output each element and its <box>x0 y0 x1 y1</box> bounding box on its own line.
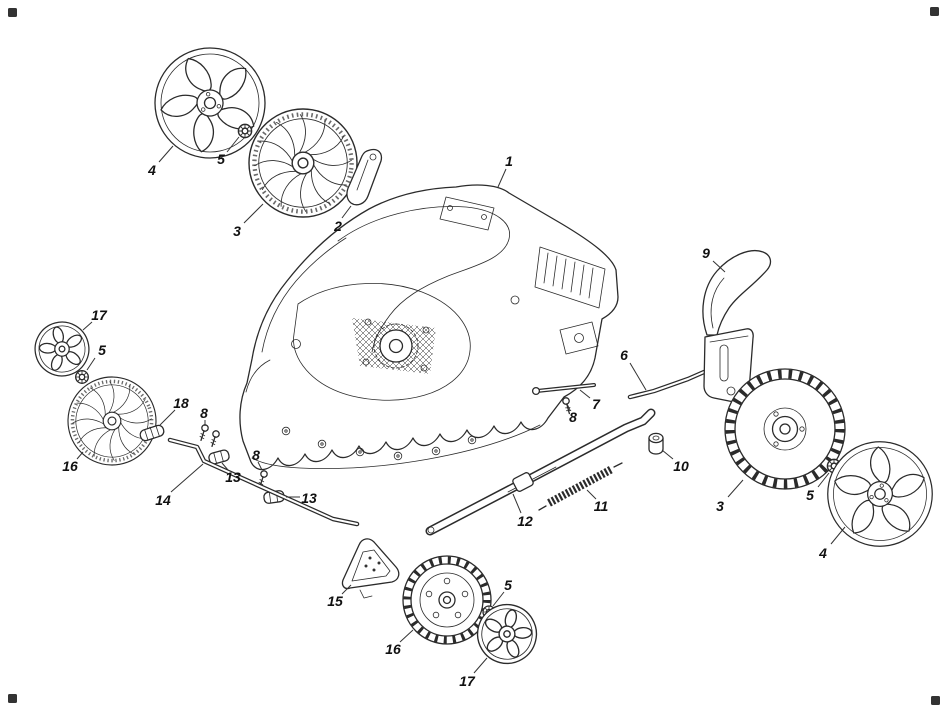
callout-leader-9-5 <box>712 260 726 273</box>
part-callout-17-9: 17 <box>91 307 108 323</box>
part-callout-10-24: 10 <box>673 458 689 474</box>
part-callout-13-14: 13 <box>225 469 241 485</box>
part-callout-7-7: 7 <box>592 396 601 412</box>
callout-leader-3-2 <box>243 203 264 224</box>
vent-slots <box>543 252 594 299</box>
part-5-lock-washer-front-left <box>237 123 253 139</box>
part-callout-1-0: 1 <box>505 153 513 169</box>
part-15-cover-plate <box>341 538 400 599</box>
part-callout-9-5: 9 <box>702 245 710 261</box>
callout-leader-4-27 <box>830 526 846 545</box>
callout-leader-16-11 <box>76 451 84 460</box>
callout-leader-1-0 <box>497 168 507 188</box>
part-callout-6-6: 6 <box>620 347 628 363</box>
callout-leader-5-4 <box>226 136 240 153</box>
part-callout-8-15: 8 <box>252 447 260 463</box>
corner-marks <box>8 7 940 705</box>
callout-leader-14-17 <box>170 463 204 493</box>
part-7-pin <box>531 383 596 396</box>
callout-leader-8-15 <box>257 461 263 471</box>
part-callout-4-27: 4 <box>818 545 827 561</box>
callout-leader-11-23 <box>586 489 597 500</box>
part-callout-5-10: 5 <box>98 342 106 358</box>
callout-leader-10-24 <box>661 449 674 460</box>
part-16-wheel-front-right <box>402 555 492 645</box>
callout-leader-7-7 <box>579 389 591 399</box>
part-9-handle-bracket <box>702 250 772 403</box>
part-callout-3-2: 3 <box>233 223 241 239</box>
part-callout-13-16: 13 <box>301 490 317 506</box>
part-callout-11-23: 11 <box>594 498 609 514</box>
part-callout-5-26: 5 <box>806 487 814 503</box>
callout-leader-12-22 <box>512 493 522 514</box>
part-5-lock-washer-left <box>75 370 89 384</box>
callout-leader-6-6 <box>629 362 647 391</box>
callout-leader-3-25 <box>727 479 744 498</box>
part-callout-3-25: 3 <box>716 498 724 514</box>
part-12-brake-bar <box>425 408 656 536</box>
part-callout-16-11: 16 <box>62 458 78 474</box>
part-18-clip <box>139 424 165 442</box>
part-callout-2-1: 2 <box>333 218 342 234</box>
callout-leader-15-18 <box>341 584 352 595</box>
part-11-spring <box>538 462 623 511</box>
callout-leader-5-20 <box>492 591 505 607</box>
part-callout-12-22: 12 <box>517 513 533 529</box>
part-callout-8-8: 8 <box>569 409 577 425</box>
part-1-deck-housing <box>239 184 619 471</box>
part-6-link-rod <box>627 369 707 400</box>
callout-leader-13-14 <box>221 462 229 471</box>
callout-leader-17-9 <box>82 321 93 331</box>
part-callout-15-18: 15 <box>327 593 343 609</box>
callout-leader-8-8 <box>566 403 571 411</box>
part-3-wheel-rear-right <box>724 368 846 490</box>
part-callout-8-13: 8 <box>200 405 208 421</box>
callout-leader-16-19 <box>399 629 414 643</box>
callout-leader-4-3 <box>158 145 174 163</box>
part-8-screw-left-2 <box>208 429 221 449</box>
part-callout-4-3: 4 <box>147 162 156 178</box>
part-callout-18-12: 18 <box>173 395 189 411</box>
part-callout-5-4: 5 <box>217 151 225 167</box>
callout-leader-5-26 <box>817 472 830 488</box>
callout-leader-17-21 <box>473 657 488 674</box>
part-callout-5-20: 5 <box>504 577 512 593</box>
part-callout-14-17: 14 <box>155 492 171 508</box>
part-callout-17-21: 17 <box>459 673 476 689</box>
part-10-bolt <box>648 432 664 455</box>
front-screw-bosses <box>281 426 477 461</box>
part-14-control-rod <box>167 437 360 527</box>
callout-leader-5-10 <box>86 357 96 371</box>
part-2-adjuster-lever <box>346 148 383 206</box>
callout-leader-2-1 <box>341 205 352 219</box>
part-callout-16-19: 16 <box>385 641 401 657</box>
part-8-screw-left-1 <box>197 423 210 443</box>
callout-leader-18-12 <box>159 409 176 426</box>
